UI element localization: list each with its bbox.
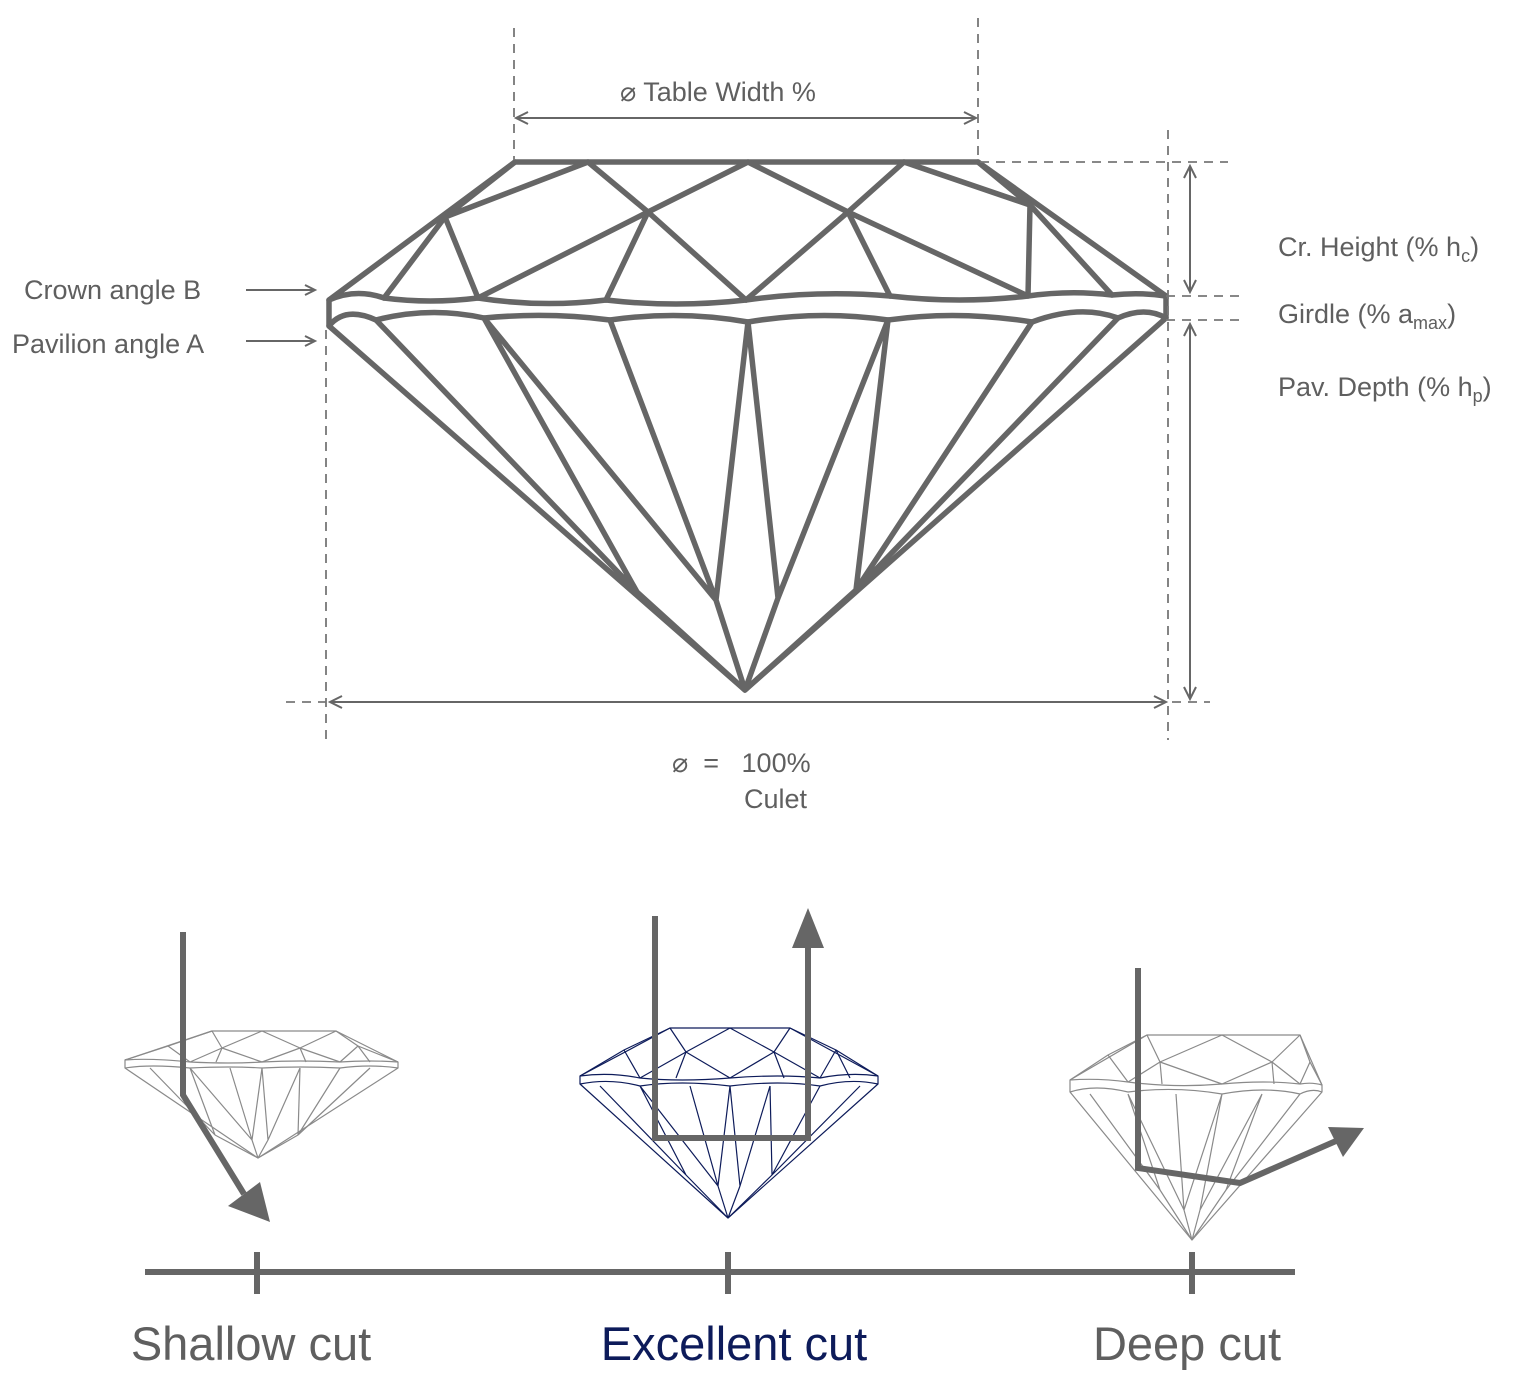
dashed-guides [286,18,1240,740]
deep-cut-label: Deep cut [1093,1317,1281,1370]
light-paths [180,916,1338,1196]
crown-height-label: Cr. Height (% hc) [1278,232,1479,266]
diamond-outline [326,159,1169,693]
excellent-arrow-head [792,908,824,948]
girdle-label: Girdle (% amax) [1278,299,1456,333]
shallow-cut-diamond [124,1030,399,1159]
cut-scale [145,1252,1295,1294]
pavilion-facets [373,315,1121,693]
crown-upper-girdle-facets [381,202,1115,301]
excellent-light-path [652,916,811,1141]
table-width-label: ⌀ Table Width % [620,77,816,107]
shallow-arrow-head [228,1182,270,1222]
shallow-light-path [180,932,247,1196]
arrow-heads [228,908,1364,1222]
deep-cut-diamond [1069,1034,1323,1241]
excellent-cut-label: Excellent cut [601,1317,867,1370]
diameter-label: ⌀ = 100% [672,748,811,778]
culet-label: Culet [744,784,808,814]
excellent-cut-diamond [579,1027,879,1219]
girdle-upper-edge [326,290,1169,307]
crown-angle-label: Crown angle B [24,275,201,305]
deep-light-path [1135,968,1338,1187]
shallow-cut-label: Shallow cut [131,1317,371,1370]
dimension-arrows [246,111,1197,709]
deep-arrow-head [1328,1127,1364,1157]
pavilion-angle-label: Pavilion angle A [12,329,204,359]
crown-kite-facets [442,202,1033,303]
main-diamond [326,159,1169,693]
pavilion-depth-label: Pav. Depth (% hp) [1278,372,1492,406]
crown-star-facets [442,159,1033,220]
